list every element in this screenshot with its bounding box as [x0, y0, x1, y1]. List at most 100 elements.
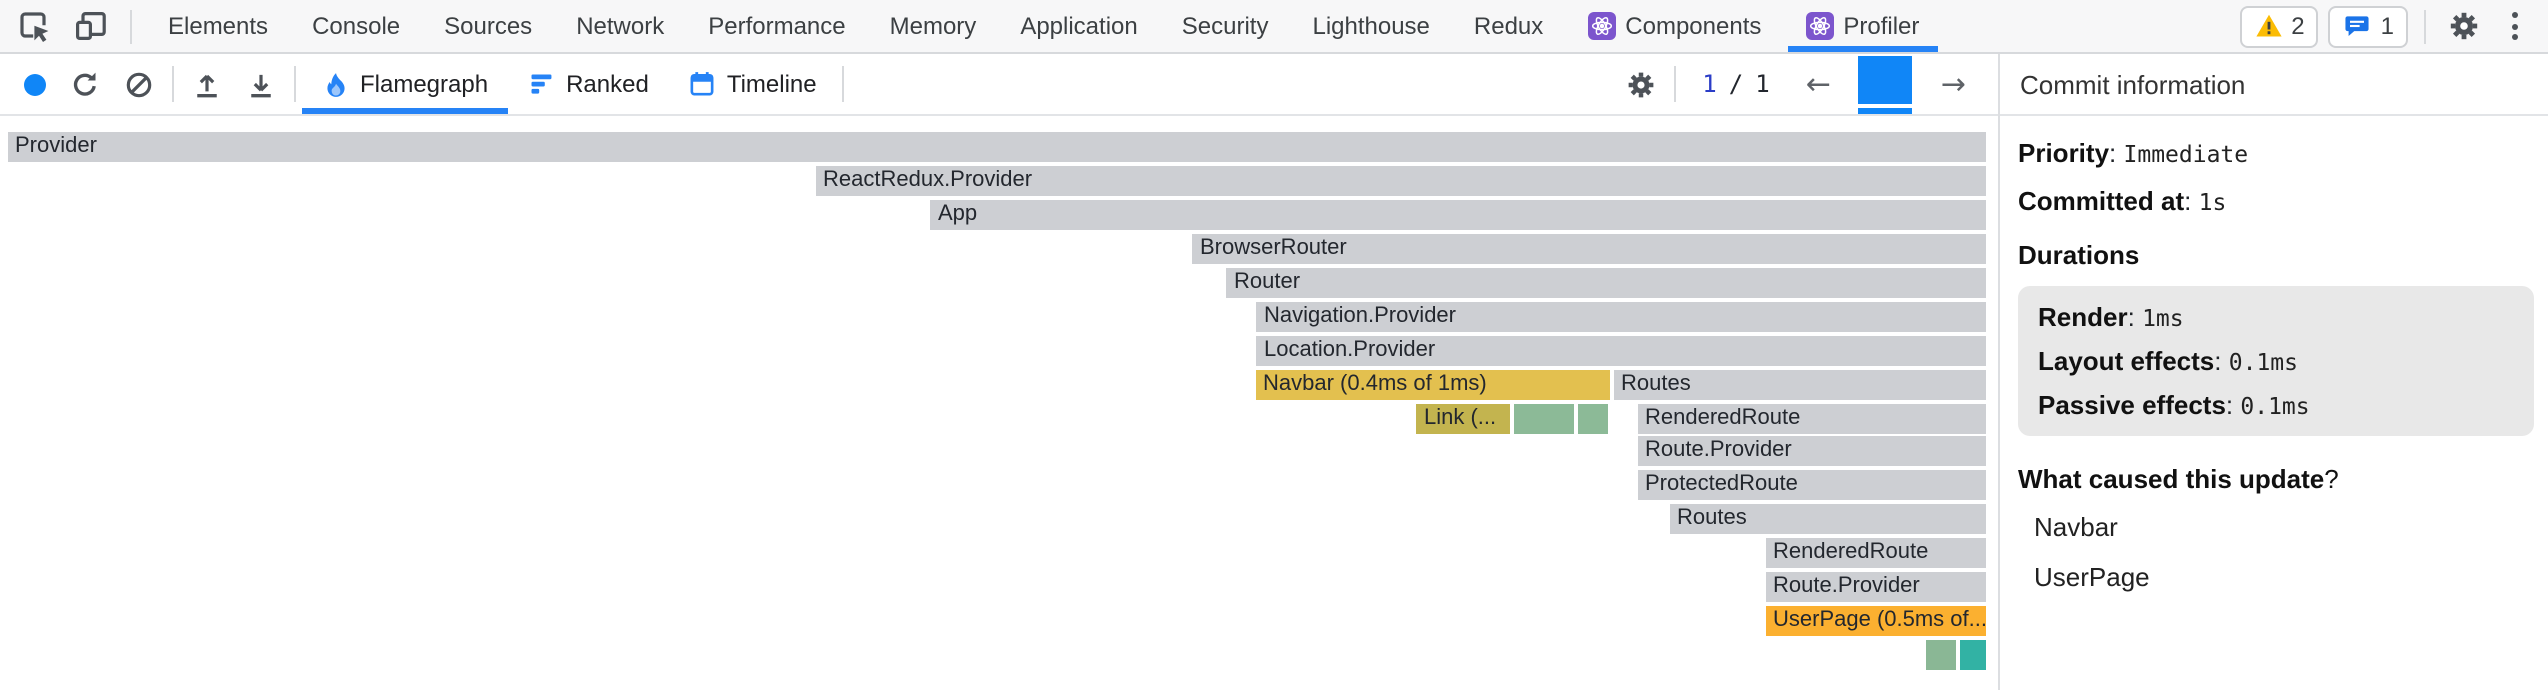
- tab-security[interactable]: Security: [1160, 0, 1291, 52]
- flame-bar-renderedroute[interactable]: RenderedRoute: [1765, 538, 1985, 569]
- viewtab-timeline[interactable]: Timeline: [669, 54, 837, 114]
- tab-performance[interactable]: Performance: [686, 0, 867, 52]
- commit-selector-bar[interactable]: [1858, 56, 1913, 114]
- what-caused-heading: What caused this update?: [2018, 464, 2339, 494]
- flame-bar-location-provider[interactable]: Location.Provider: [1256, 335, 1985, 366]
- commit-info-header: Commit information: [2000, 54, 2548, 116]
- flame-bar-protectedroute[interactable]: ProtectedRoute: [1637, 470, 1985, 501]
- tab-application[interactable]: Application: [998, 0, 1159, 52]
- flame-bar-provider[interactable]: Provider: [7, 132, 1985, 163]
- committed-at-line: Committed at: 1s: [2018, 186, 2227, 216]
- priority-label: Priority: [2018, 138, 2110, 168]
- duration-label: Passive effects: [2038, 390, 2226, 420]
- tab-label: Memory: [889, 12, 977, 40]
- viewtab-label: Timeline: [726, 70, 817, 98]
- flame-bar[interactable]: [1926, 639, 1955, 670]
- duration-label: Layout effects: [2038, 346, 2215, 376]
- tab-label: Console: [312, 12, 401, 40]
- flame-bar-userpage-0-5ms-of[interactable]: UserPage (0.5ms of...: [1765, 605, 1985, 636]
- durations-heading: Durations: [2018, 240, 2140, 270]
- flame-bar-routes[interactable]: Routes: [1669, 504, 1985, 535]
- load-profile-button[interactable]: [180, 54, 234, 114]
- next-commit-arrow-icon[interactable]: →: [1940, 66, 1966, 102]
- committed-at-label: Committed at: [2018, 186, 2185, 216]
- divider: [2424, 9, 2426, 43]
- flame-bar-routes[interactable]: Routes: [1613, 369, 1985, 400]
- tab-redux[interactable]: Redux: [1452, 0, 1565, 52]
- divider: [842, 66, 845, 102]
- tab-label: Security: [1181, 12, 1269, 40]
- reload-icon: [73, 71, 96, 95]
- tab-sources[interactable]: Sources: [422, 0, 554, 52]
- commit-separator: /: [1728, 70, 1744, 98]
- tab-network[interactable]: Network: [554, 0, 686, 52]
- flame-bar[interactable]: [1578, 403, 1607, 433]
- commit-pager: 1 / 1: [1682, 70, 1789, 98]
- duration-value: 0.1ms: [2240, 392, 2310, 420]
- ranked-icon: [531, 74, 552, 94]
- cause-navbar[interactable]: Navbar: [2034, 512, 2118, 542]
- commit-info-body: Priority: Immediate Committed at: 1s Dur…: [2000, 116, 2548, 612]
- warnings-count: 2: [2291, 12, 2305, 40]
- flame-bar-reactredux-provider[interactable]: ReactRedux.Provider: [815, 166, 1985, 197]
- commit-info-panel: Commit information Priority: Immediate C…: [2000, 54, 2548, 690]
- flame-icon: [327, 72, 345, 96]
- viewtab-flamegraph[interactable]: Flamegraph: [302, 54, 509, 114]
- tab-console[interactable]: Console: [290, 0, 422, 52]
- chat-bubble-icon: [2346, 16, 2370, 36]
- tab-components[interactable]: Components: [1565, 0, 1783, 52]
- messages-count: 1: [2380, 12, 2394, 40]
- record-button[interactable]: [12, 54, 58, 114]
- reload-and-profile-button[interactable]: [58, 54, 112, 114]
- flame-bar-route-provider[interactable]: Route.Provider: [1765, 572, 1985, 602]
- tab-profiler[interactable]: Profiler: [1783, 0, 1941, 52]
- previous-commit-arrow-icon[interactable]: ←: [1805, 66, 1831, 102]
- timeline-icon: [691, 72, 715, 96]
- warnings-badge[interactable]: 2: [2239, 5, 2319, 47]
- flame-bar-router[interactable]: Router: [1226, 267, 1985, 298]
- cause-userpage[interactable]: UserPage: [2034, 562, 2150, 592]
- messages-badge[interactable]: 1: [2328, 5, 2408, 47]
- kebab-menu-icon[interactable]: [2496, 6, 2532, 46]
- profiler-settings-gear-icon[interactable]: [1614, 69, 1668, 99]
- flame-bar-navbar-0-4ms-of-1ms[interactable]: Navbar (0.4ms of 1ms): [1255, 369, 1609, 400]
- tab-memory[interactable]: Memory: [868, 0, 999, 52]
- duration-render: Render: 1ms: [2038, 302, 2184, 332]
- flame-bar-browserrouter[interactable]: BrowserRouter: [1192, 234, 1985, 264]
- react-icon: [1805, 12, 1834, 40]
- profiler-view-tabs: Flamegraph Ranked Timeline: [302, 54, 837, 114]
- main-split: Flamegraph Ranked Timeline: [0, 54, 2548, 690]
- divider: [294, 66, 296, 102]
- flame-bar-app[interactable]: App: [930, 200, 1985, 231]
- record-icon: [24, 73, 46, 95]
- flame-bar-link[interactable]: Link (...: [1416, 403, 1510, 433]
- flame-bar[interactable]: [1513, 403, 1574, 433]
- tab-elements[interactable]: Elements: [146, 0, 290, 52]
- clear-icon: [126, 71, 152, 97]
- priority-value: Immediate: [2123, 140, 2249, 168]
- device-toolbar-icon[interactable]: [68, 4, 112, 48]
- inspect-element-icon[interactable]: [12, 4, 56, 48]
- clear-profile-button[interactable]: [112, 54, 166, 114]
- committed-at-value: 1s: [2198, 188, 2227, 216]
- flame-bar-route-provider[interactable]: Route.Provider: [1637, 436, 1985, 467]
- divider: [1674, 66, 1677, 102]
- flame-bar-navigation-provider[interactable]: Navigation.Provider: [1256, 301, 1985, 332]
- settings-gear-icon[interactable]: [2442, 4, 2486, 48]
- viewtab-label: Ranked: [566, 70, 649, 98]
- tab-lighthouse[interactable]: Lighthouse: [1290, 0, 1451, 52]
- tab-label: Profiler: [1843, 12, 1920, 40]
- priority-line: Priority: Immediate: [2018, 138, 2249, 168]
- divider: [130, 9, 132, 43]
- tab-label: Components: [1625, 12, 1762, 40]
- duration-layout-effects: Layout effects: 0.1ms: [2038, 346, 2298, 376]
- save-profile-button[interactable]: [234, 54, 288, 114]
- flame-bar[interactable]: [1959, 639, 1985, 670]
- download-icon: [251, 73, 271, 97]
- viewtab-ranked[interactable]: Ranked: [508, 54, 669, 114]
- duration-value: 0.1ms: [2228, 348, 2298, 376]
- flame-bar-renderedroute[interactable]: RenderedRoute: [1637, 403, 1985, 433]
